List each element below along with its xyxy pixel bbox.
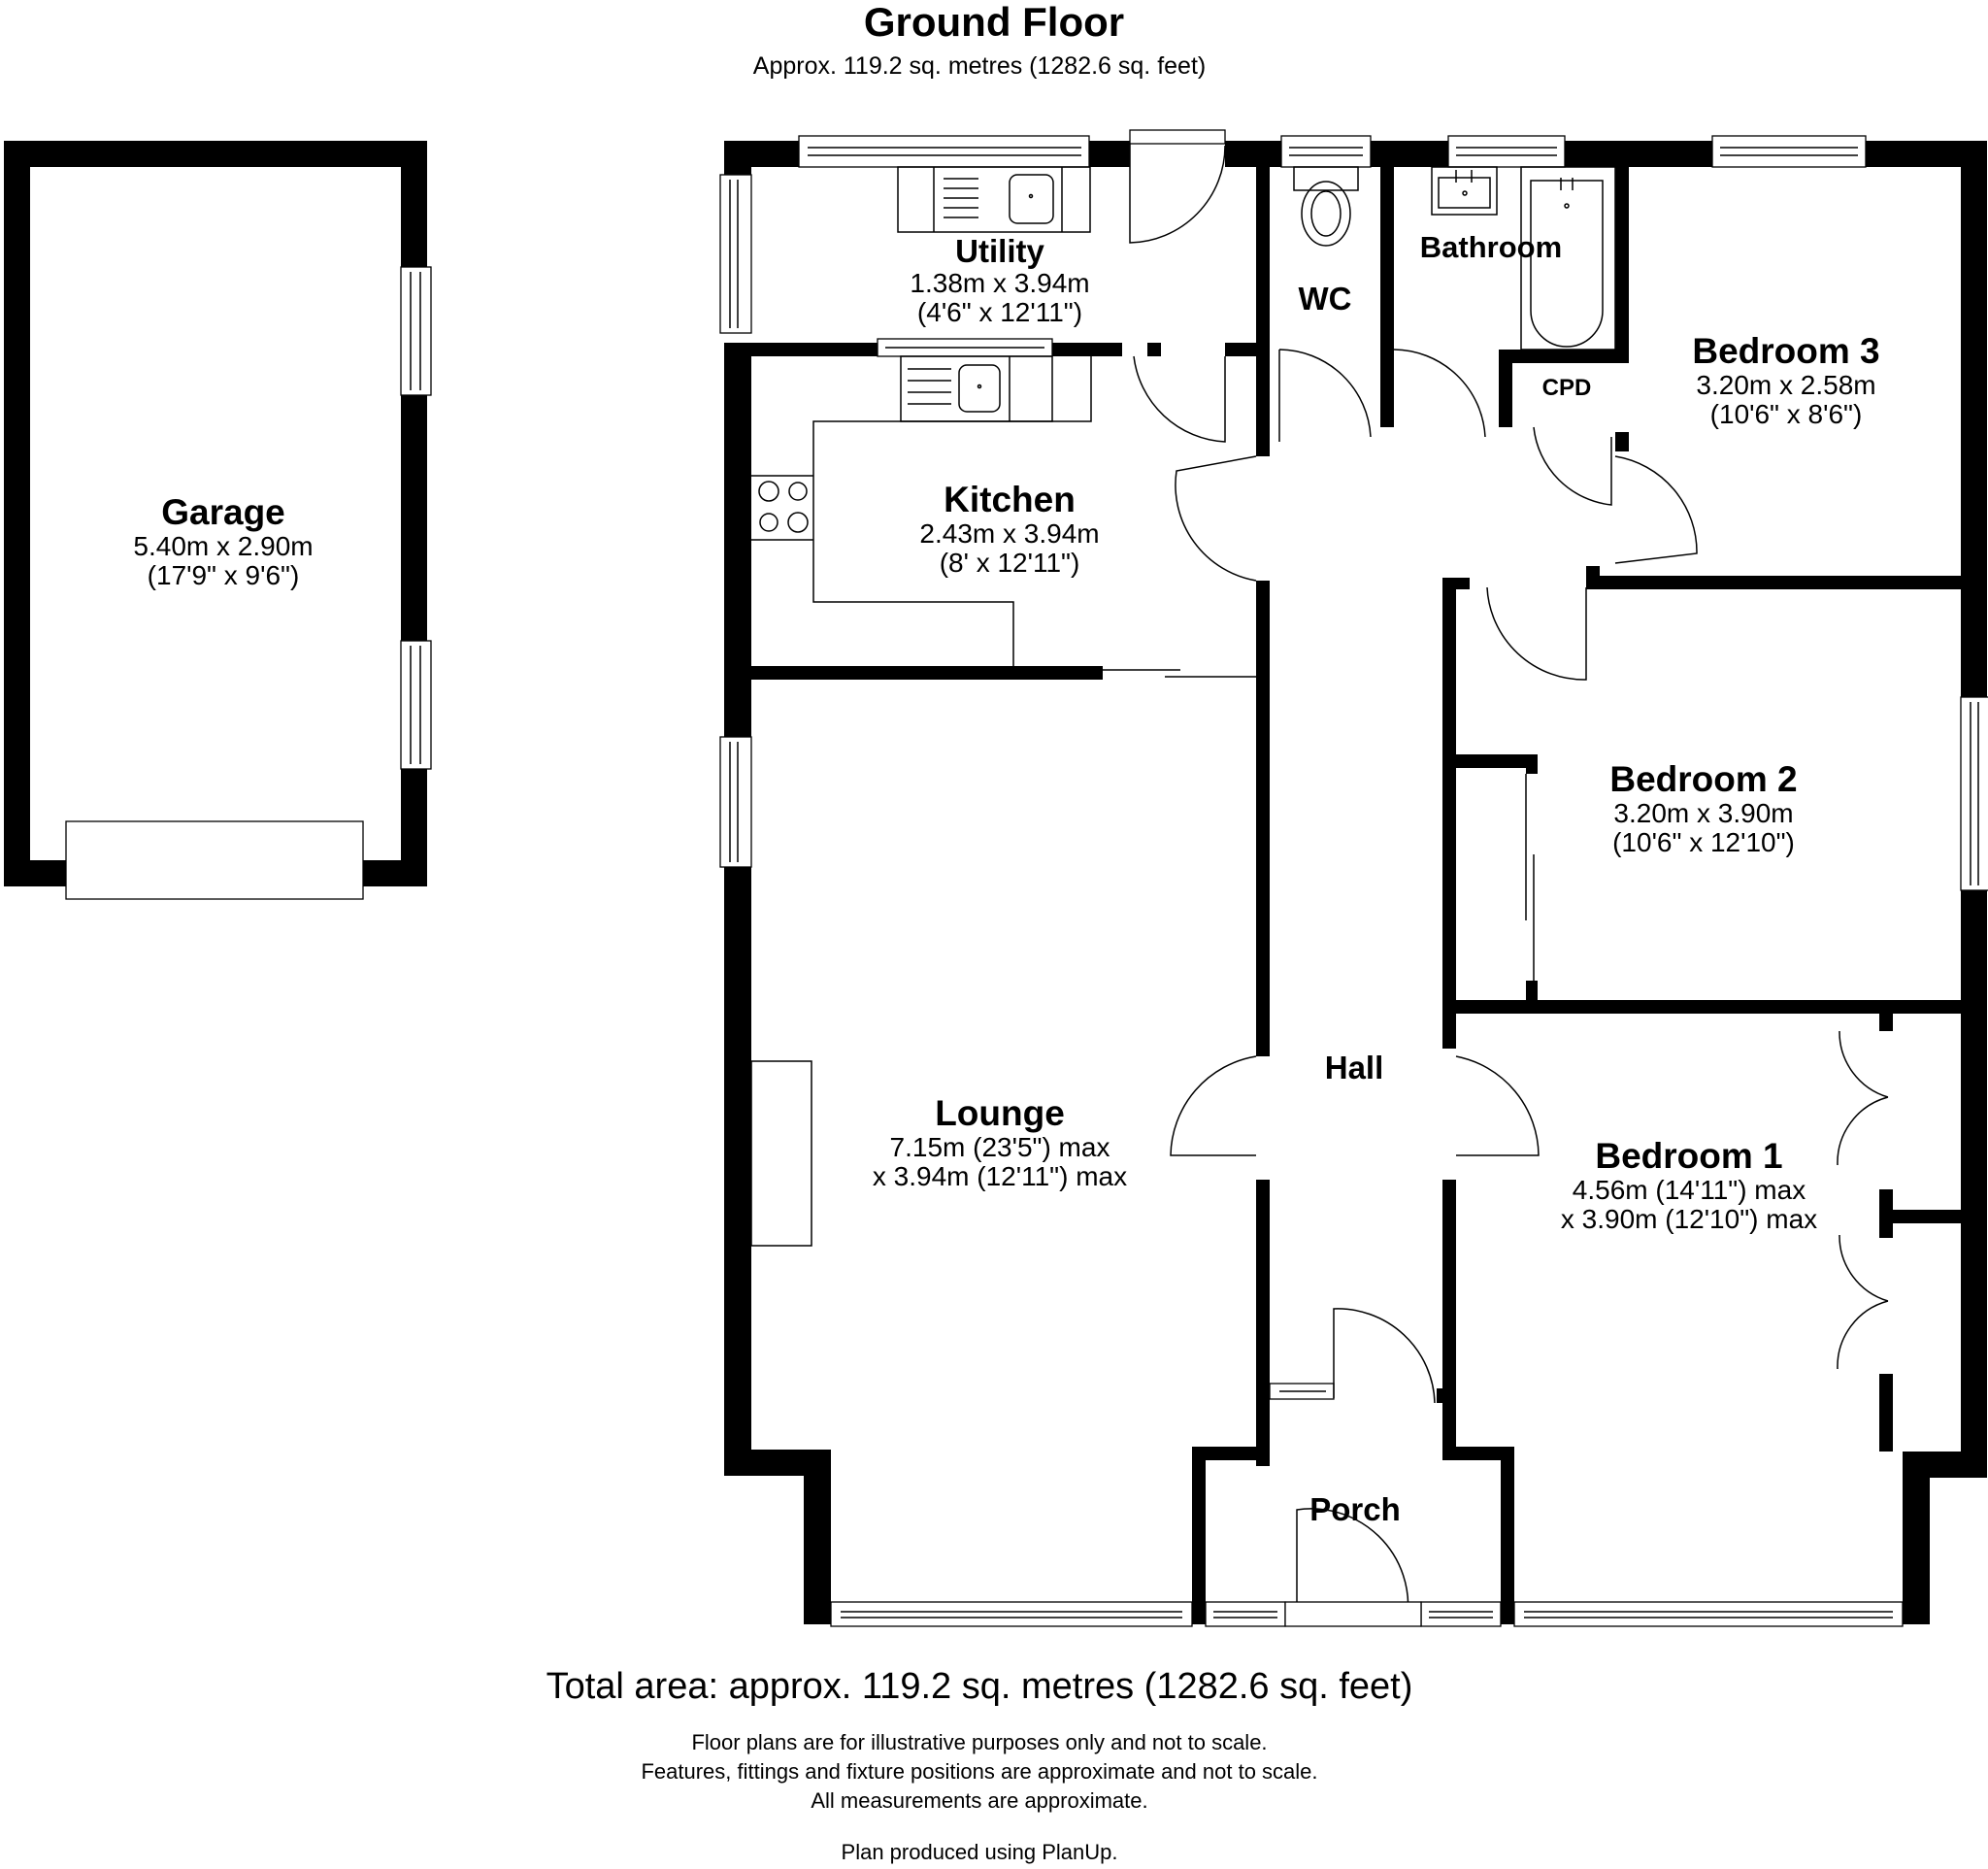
room-label-bathroom: Bathroom	[1394, 230, 1588, 264]
kitchen-sink-unit	[900, 355, 1053, 422]
room-label-bedroom2: Bedroom 2 3.20m x 3.90m (10'6" x 12'10")	[1558, 760, 1849, 857]
lounge-fireplace	[750, 1060, 812, 1247]
room-name: Garage	[161, 492, 285, 532]
kitchen-worktop	[751, 356, 1092, 666]
internal-walls	[751, 141, 1987, 1624]
room-name: Bathroom	[1419, 230, 1563, 264]
room-dimension-metric: 2.43m x 3.94m	[919, 517, 1100, 549]
kitchen-hall-door	[1175, 455, 1257, 582]
room-dimension-imperial: (17'9" x 9'6")	[147, 560, 300, 591]
bedroom1-wardrobe-lower	[1837, 1234, 1889, 1370]
fixtures	[750, 166, 1616, 1247]
room-dimension-imperial: (8' x 12'11")	[939, 548, 1080, 579]
toilet-icon	[1293, 166, 1359, 247]
basin-icon	[1431, 166, 1498, 216]
cpd-door	[1533, 426, 1612, 506]
room-name: CPD	[1541, 375, 1592, 401]
room-dimension-metric: 3.20m x 3.90m	[1613, 797, 1794, 828]
room-name: Utility	[955, 233, 1044, 269]
disclaimer-line-3: All measurements are approximate.	[811, 1788, 1148, 1813]
bedroom3-door	[1614, 455, 1698, 564]
bedroom1-front-window	[1513, 1601, 1904, 1627]
room-name: Porch	[1309, 1491, 1401, 1527]
credit-line: Plan produced using PlanUp.	[841, 1840, 1118, 1864]
room-name: Hall	[1324, 1050, 1384, 1085]
bedroom3-window	[1711, 135, 1867, 168]
garage-window-lower	[400, 640, 432, 770]
wc-door	[1278, 349, 1372, 442]
room-dimension-metric: 4.56m (14'11") max	[1572, 1174, 1806, 1205]
bedroom2-window	[1960, 696, 1988, 891]
room-label-bedroom3: Bedroom 3 3.20m x 2.58m (10'6" x 8'6")	[1640, 332, 1932, 429]
room-dimension-imperial: x 3.90m (12'10") max	[1560, 1204, 1818, 1235]
garage-structure	[4, 141, 432, 900]
porch-window-left	[1205, 1601, 1286, 1627]
room-name: Bedroom 3	[1692, 331, 1880, 371]
disclaimer-line-1: Floor plans are for illustrative purpose…	[691, 1730, 1268, 1754]
room-label-bedroom1: Bedroom 1 4.56m (14'11") max x 3.90m (12…	[1514, 1137, 1864, 1234]
room-label-kitchen: Kitchen 2.43m x 3.94m (8' x 12'11")	[864, 481, 1155, 578]
porch-window-right	[1420, 1601, 1502, 1627]
garage-door	[65, 820, 364, 900]
room-label-hall: Hall	[1281, 1051, 1427, 1085]
room-name: WC	[1298, 281, 1352, 317]
bathroom-window	[1447, 135, 1566, 168]
utility-back-door	[1129, 129, 1226, 244]
porch-inner-door	[1333, 1308, 1436, 1404]
utility-sink-unit	[897, 166, 1091, 233]
total-area: Total area: approx. 119.2 sq. metres (12…	[546, 1666, 1413, 1707]
room-dimension-imperial: x 3.94m (12'11") max	[872, 1161, 1128, 1192]
utility-side-window	[719, 174, 752, 334]
lounge-front-window	[830, 1601, 1193, 1627]
bath-icon	[1520, 166, 1616, 350]
bathroom-door	[1393, 349, 1486, 438]
room-label-garage: Garage 5.40m x 2.90m (17'9" x 9'6")	[78, 493, 369, 590]
windows	[719, 135, 1988, 1627]
room-dimension-imperial: (4'6" x 12'11")	[916, 296, 1083, 327]
bedroom1-door	[1455, 1055, 1540, 1156]
room-label-porch: Porch	[1277, 1492, 1433, 1527]
room-dimension-imperial: (10'6" x 12'10")	[1612, 827, 1795, 858]
disclaimer-line-2: Features, fittings and fixture positions…	[641, 1759, 1318, 1784]
room-label-utility: Utility 1.38m x 3.94m (4'6" x 12'11")	[854, 234, 1145, 327]
utility-kitchen-door	[1133, 355, 1226, 443]
kitchen-window	[877, 338, 1053, 357]
room-label-wc: WC	[1272, 282, 1378, 317]
page-subtitle: Approx. 119.2 sq. metres (1282.6 sq. fee…	[752, 52, 1207, 80]
utility-top-window	[798, 135, 1090, 168]
porch-internal-window	[1269, 1383, 1335, 1400]
bedroom2-door	[1486, 586, 1587, 681]
wc-window	[1280, 135, 1372, 168]
hob-icon	[758, 481, 809, 533]
room-label-lounge: Lounge 7.15m (23'5") max x 3.94m (12'11"…	[825, 1094, 1175, 1191]
room-name: Bedroom 1	[1595, 1136, 1783, 1176]
front-door	[1284, 1508, 1422, 1627]
doors	[1103, 129, 1889, 1627]
room-name: Lounge	[935, 1093, 1065, 1133]
bedroom1-wardrobe-upper	[1837, 1030, 1889, 1166]
room-dimension-metric: 3.20m x 2.58m	[1696, 369, 1876, 400]
room-label-cpd: CPD	[1512, 376, 1621, 401]
room-dimension-metric: 1.38m x 3.94m	[910, 267, 1090, 298]
lounge-hall-door	[1170, 1055, 1257, 1156]
room-dimension-metric: 5.40m x 2.90m	[133, 530, 314, 561]
lounge-side-window	[719, 736, 752, 868]
bedroom2-wardrobe-slider	[1525, 774, 1535, 981]
room-dimension-imperial: (10'6" x 8'6")	[1709, 399, 1863, 430]
kitchen-lounge-slider	[1103, 669, 1256, 678]
room-dimension-metric: 7.15m (23'5") max	[889, 1131, 1110, 1162]
room-name: Kitchen	[944, 480, 1076, 519]
garage-window-upper	[400, 266, 432, 396]
room-name: Bedroom 2	[1609, 759, 1798, 799]
page-title: Ground Floor	[863, 0, 1125, 45]
